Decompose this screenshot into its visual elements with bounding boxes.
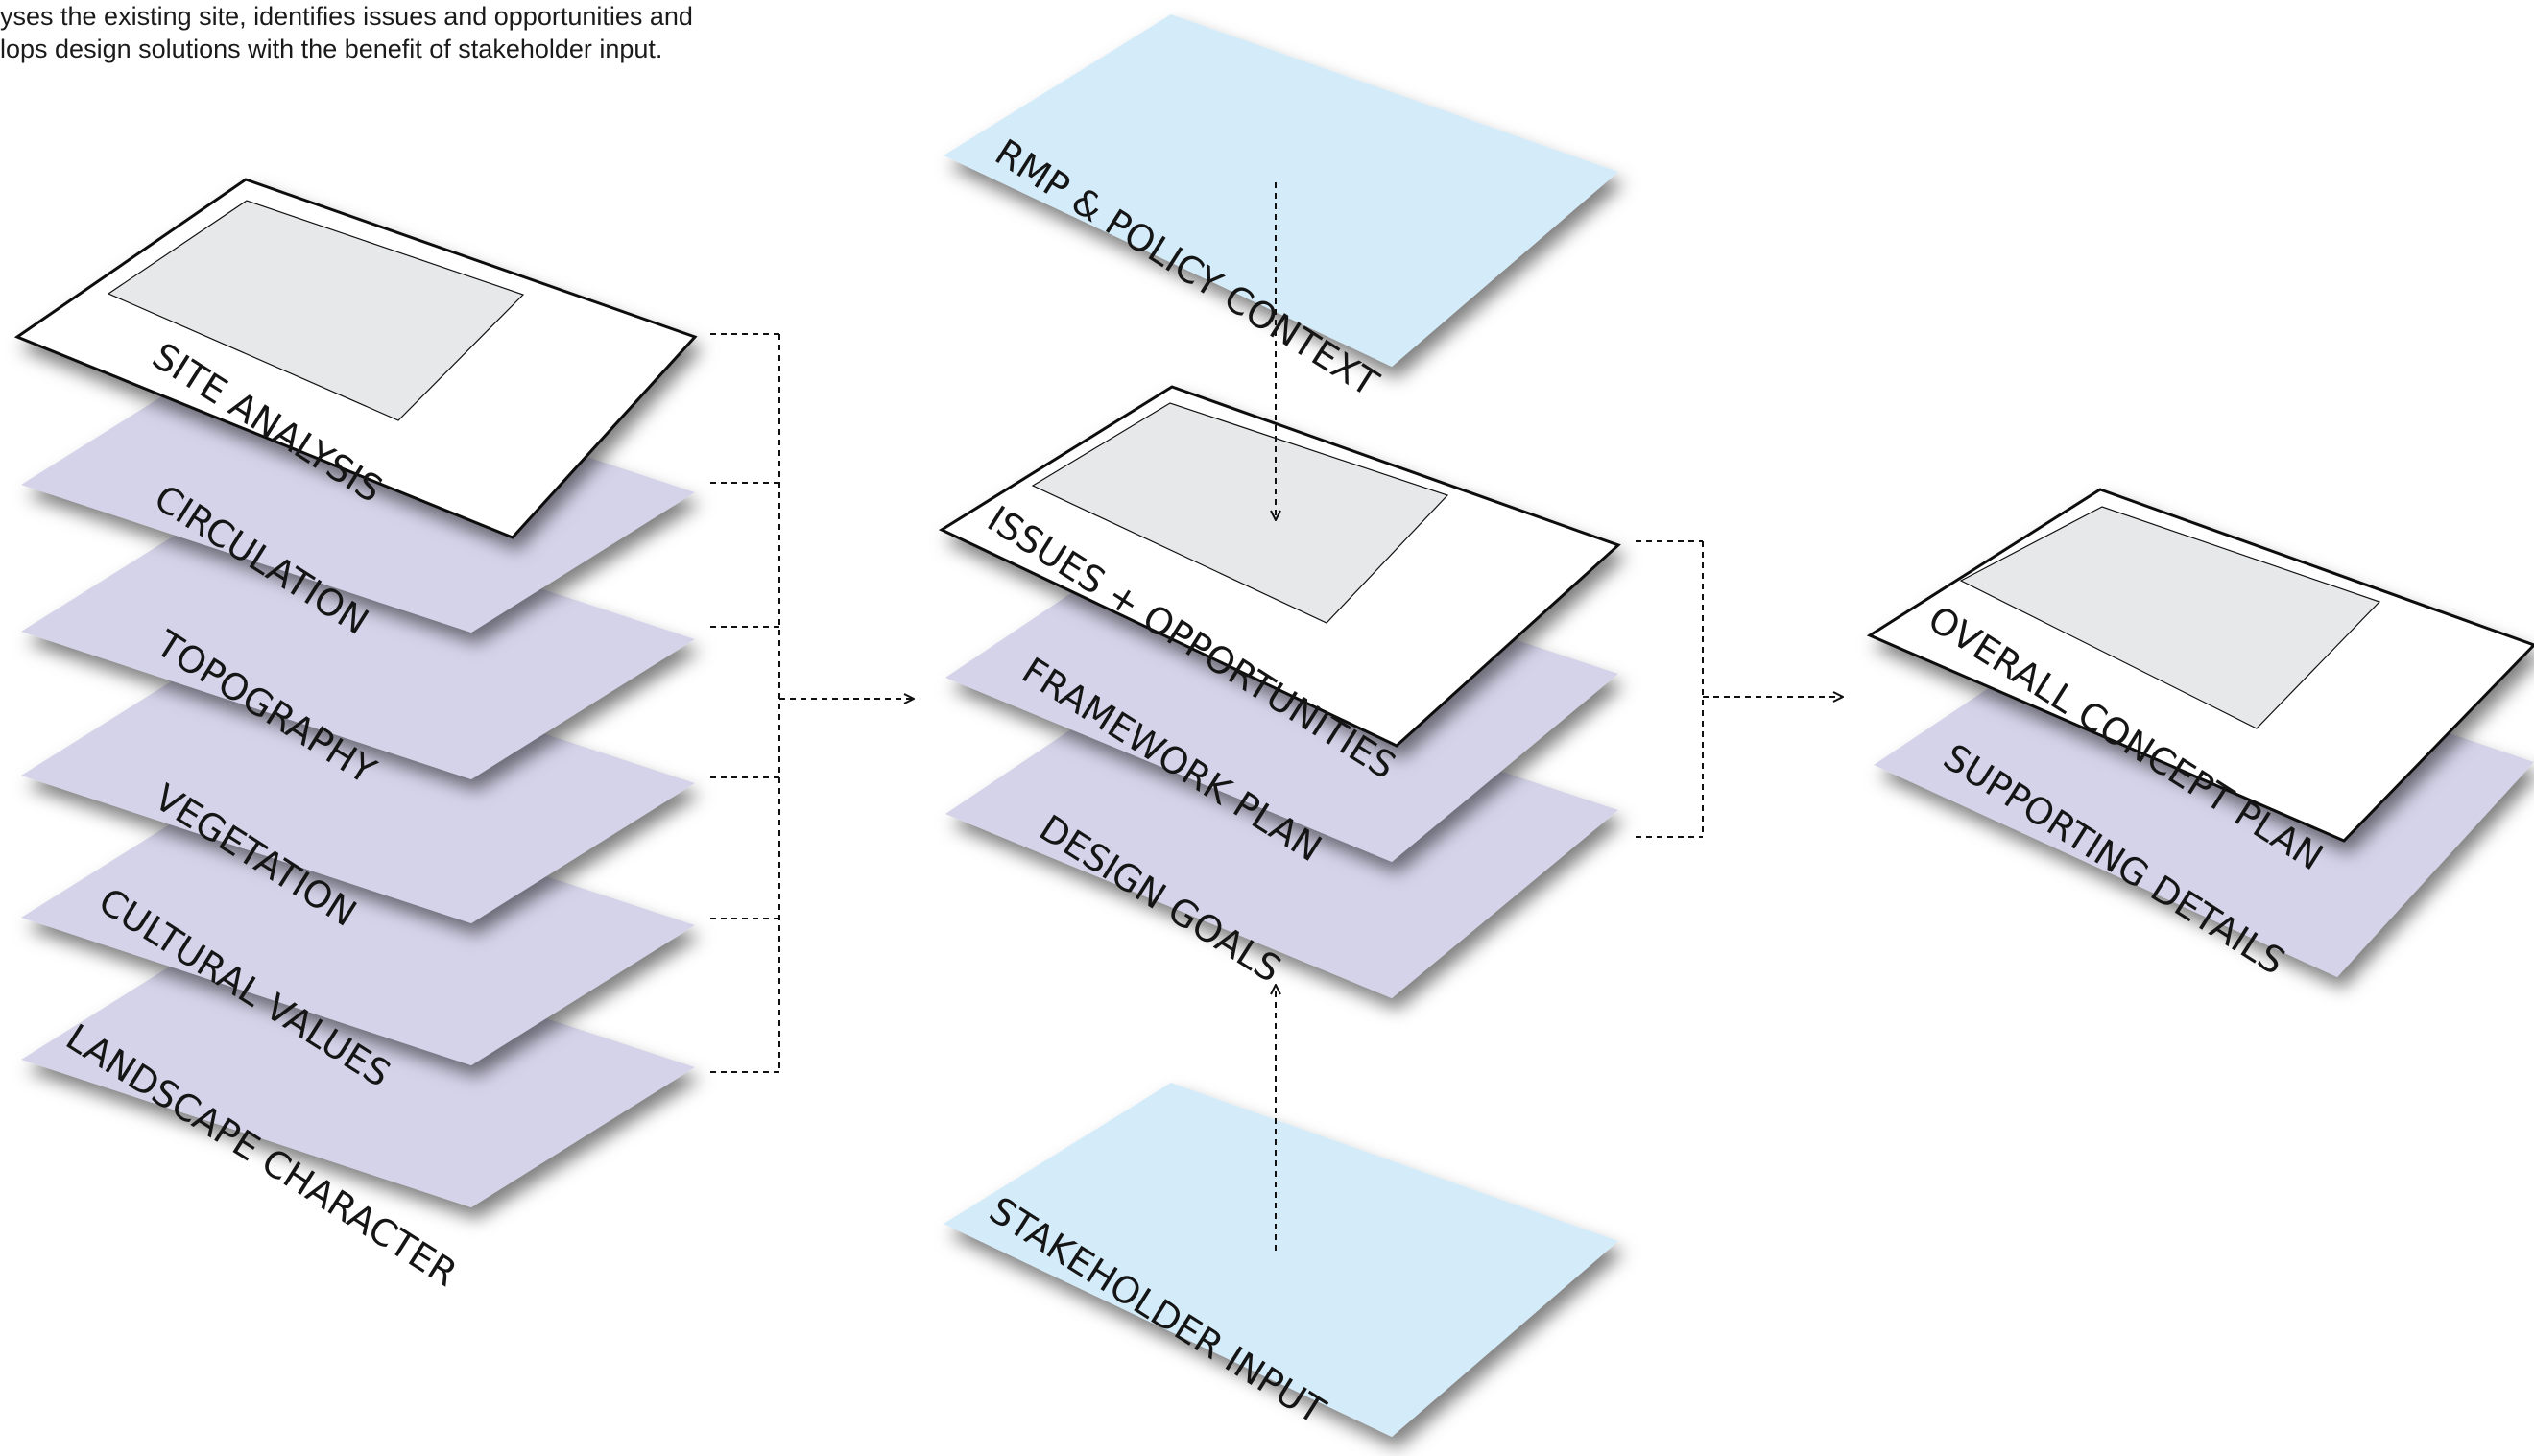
context-sheet bbox=[944, 14, 1618, 367]
context-rmp-policy: RMP & POLICY CONTEXT bbox=[944, 14, 1618, 405]
layer-sheet bbox=[21, 777, 695, 1065]
map-thumbnail bbox=[1031, 402, 1449, 624]
left-bracket bbox=[710, 333, 780, 1073]
map-thumbnail bbox=[1959, 506, 2381, 729]
map-thumbnail bbox=[107, 200, 525, 421]
middle-bracket bbox=[1636, 540, 1704, 838]
layer-sheet bbox=[21, 345, 695, 633]
intro-text: yses the existing site, identifies issue… bbox=[0, 0, 797, 77]
layer-sheet bbox=[21, 919, 695, 1207]
context-stakeholder-input: STAKEHOLDER INPUT bbox=[944, 1083, 1618, 1437]
layer-sheet bbox=[21, 491, 695, 779]
intro-line: lops design solutions with the benefit o… bbox=[0, 35, 663, 63]
context-sheet bbox=[944, 1083, 1618, 1437]
intro-line: yses the existing site, identifies issue… bbox=[0, 2, 693, 31]
layer-sheet bbox=[21, 635, 695, 923]
